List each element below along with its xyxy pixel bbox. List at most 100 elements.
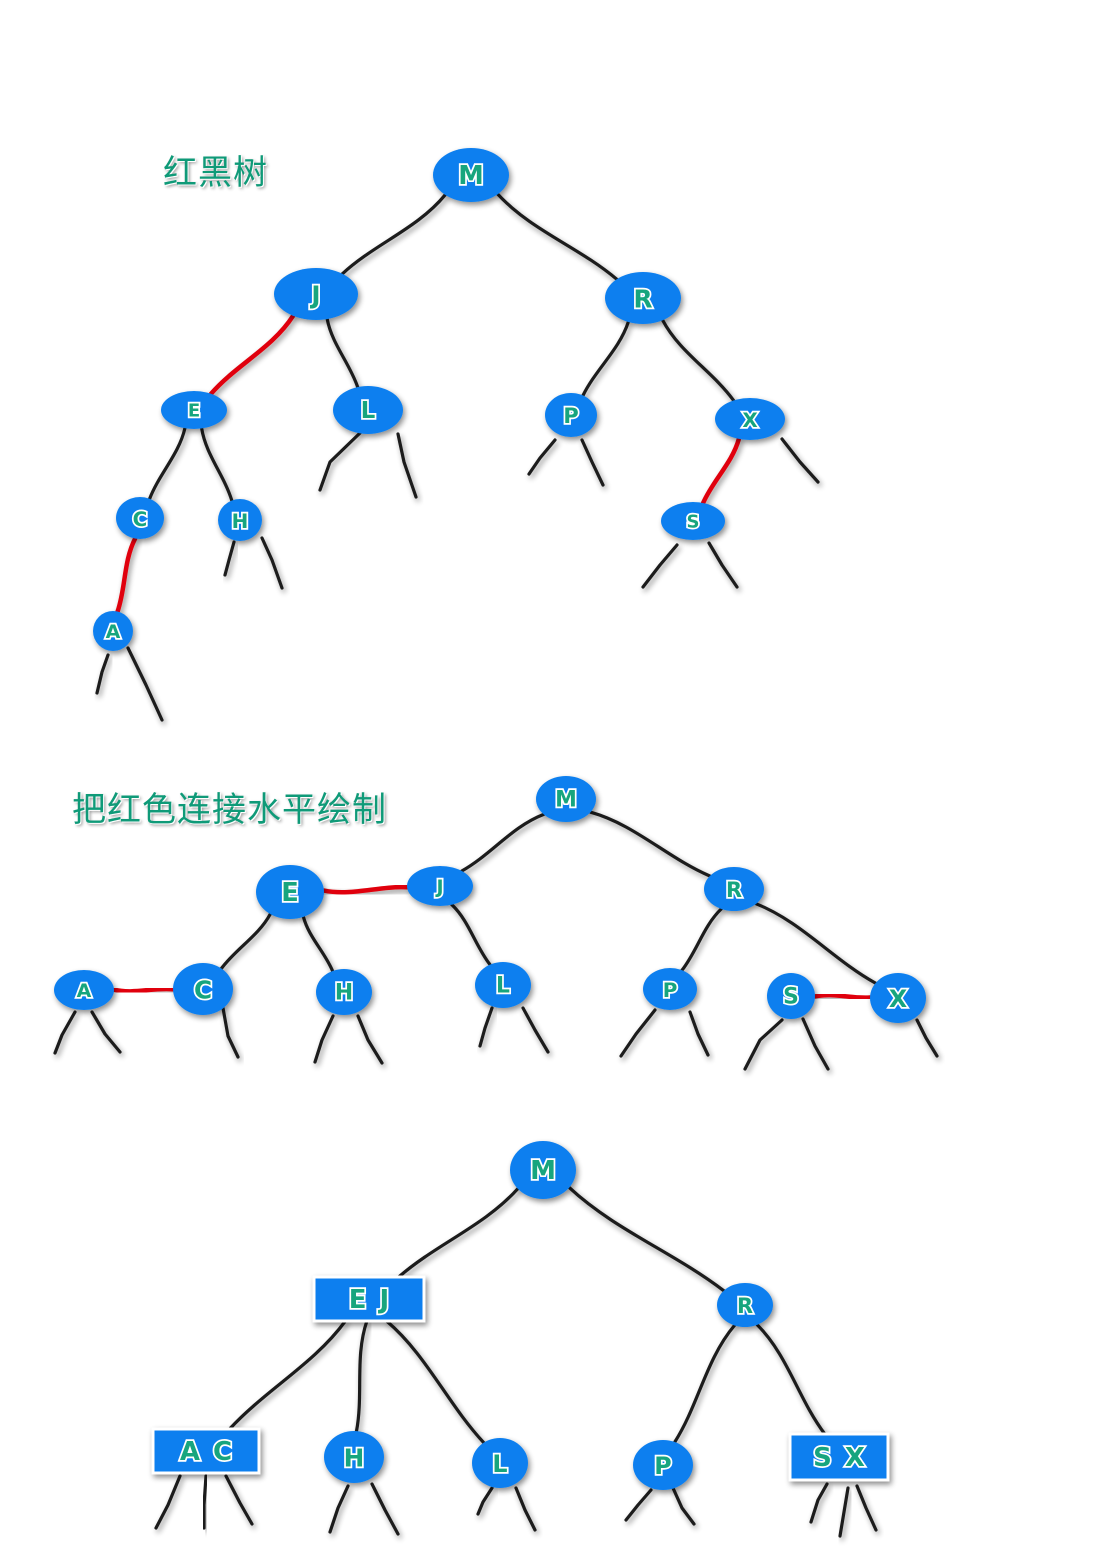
- link-m-r: [567, 1186, 726, 1293]
- node-label: A: [106, 621, 121, 643]
- node-label: J: [309, 281, 320, 310]
- node-m: M: [510, 1141, 576, 1199]
- link-m-r: [589, 810, 712, 878]
- node-j: J: [407, 866, 473, 906]
- null-link-stub: [855, 1484, 878, 1532]
- node-ellipse-shape: [256, 865, 324, 919]
- link-j-l: [450, 903, 492, 967]
- node-ellipse-shape: [407, 866, 473, 906]
- link-r-x: [661, 318, 736, 402]
- null-link-stub: [53, 1010, 77, 1055]
- node-label: L: [361, 398, 376, 424]
- null-link-stub: [514, 1486, 537, 1532]
- node-ellipse-shape: [870, 973, 926, 1023]
- node-ellipse-shape: [161, 391, 227, 429]
- node-ellipse-shape: [433, 148, 509, 202]
- node-ellipse-shape: [116, 497, 164, 539]
- null-link-stub: [202, 1474, 208, 1530]
- null-link-stub: [624, 1488, 653, 1522]
- null-link-stub: [580, 438, 605, 487]
- node-label: M: [530, 1156, 556, 1186]
- null-link-stub: [224, 1474, 254, 1526]
- link-r-p: [680, 907, 723, 972]
- node-ellipse-shape: [475, 962, 531, 1008]
- null-link-stub: [313, 1014, 335, 1064]
- node-ellipse-shape: [324, 1431, 384, 1483]
- link-r-sx: [755, 1323, 827, 1436]
- node-ellipse-shape: [316, 969, 372, 1015]
- node-ellipse-shape: [218, 499, 262, 541]
- node-c: C: [173, 963, 233, 1015]
- node-p: P: [633, 1440, 693, 1490]
- node-label: S X: [813, 1443, 865, 1473]
- link-m-ej: [397, 1187, 520, 1279]
- link-e-j-red: [321, 884, 410, 895]
- node-ellipse-shape: [93, 611, 133, 651]
- null-link-stub: [223, 540, 236, 577]
- node-label: A: [77, 980, 92, 1002]
- node-label: C: [194, 976, 212, 1005]
- node-label: X: [889, 985, 907, 1013]
- node-label: H: [335, 981, 353, 1006]
- null-link-stub: [527, 438, 557, 476]
- node-ellipse-shape: [545, 393, 597, 437]
- node-p: P: [643, 968, 697, 1010]
- null-link-stub: [356, 1014, 384, 1065]
- caption-red-black-tree: 红黑树: [163, 153, 268, 193]
- null-link-stub: [260, 536, 284, 590]
- node-box-shape: [788, 1432, 890, 1482]
- link-r-x: [754, 902, 878, 985]
- node-sx: S X: [788, 1432, 890, 1482]
- node-ellipse-shape: [717, 1283, 773, 1327]
- link-r-p: [581, 320, 630, 398]
- node-ellipse-shape: [510, 1141, 576, 1199]
- node-l: L: [475, 962, 531, 1008]
- node-label: R: [726, 878, 742, 902]
- node-label: P: [654, 1452, 671, 1480]
- node-label: X: [742, 408, 757, 432]
- node-ellipse-shape: [536, 776, 596, 822]
- null-link-stub: [619, 1008, 657, 1058]
- link-ej-ac: [228, 1319, 347, 1431]
- node-p: P: [545, 393, 597, 437]
- node-label: A C: [180, 1437, 232, 1467]
- node-ellipse-shape: [274, 268, 358, 320]
- link-m-j: [460, 812, 546, 873]
- node-label: P: [663, 978, 678, 1002]
- null-link-stub: [90, 1010, 122, 1054]
- node-label: H: [232, 509, 249, 533]
- node-ellipse-shape: [54, 970, 114, 1010]
- node-ellipse-shape: [704, 867, 764, 911]
- node-box-shape: [312, 1275, 426, 1323]
- node-r: R: [605, 272, 681, 324]
- node-label: C: [133, 507, 148, 531]
- node-a: A: [93, 611, 133, 651]
- link-x-s-red: [700, 436, 742, 506]
- node-ellipse-shape: [633, 1440, 693, 1490]
- node-e: E: [161, 391, 227, 429]
- node-label: H: [344, 1444, 365, 1473]
- node-label: E: [188, 401, 200, 422]
- node-m: M: [433, 148, 509, 202]
- node-l: L: [333, 386, 403, 434]
- null-link-stub: [476, 1486, 494, 1516]
- node-label: P: [563, 404, 578, 428]
- node-ellipse-shape: [605, 272, 681, 324]
- node-ellipse-shape: [333, 386, 403, 434]
- node-ellipse-shape: [767, 973, 815, 1019]
- node-ac: A C: [151, 1427, 261, 1475]
- link-e-h: [200, 426, 234, 503]
- null-link-stub: [688, 1010, 710, 1057]
- link-c-a-red: [115, 536, 138, 614]
- node-x: X: [715, 398, 785, 440]
- null-link-stub: [396, 432, 418, 499]
- link-s-x-red: [812, 992, 873, 1000]
- node-label: E: [281, 878, 299, 908]
- node-r: R: [717, 1283, 773, 1327]
- node-h: H: [218, 499, 262, 541]
- null-link-stub: [95, 653, 110, 695]
- node-label: S: [783, 985, 799, 1010]
- node-label: J: [434, 876, 443, 898]
- node-label: E J: [349, 1285, 389, 1315]
